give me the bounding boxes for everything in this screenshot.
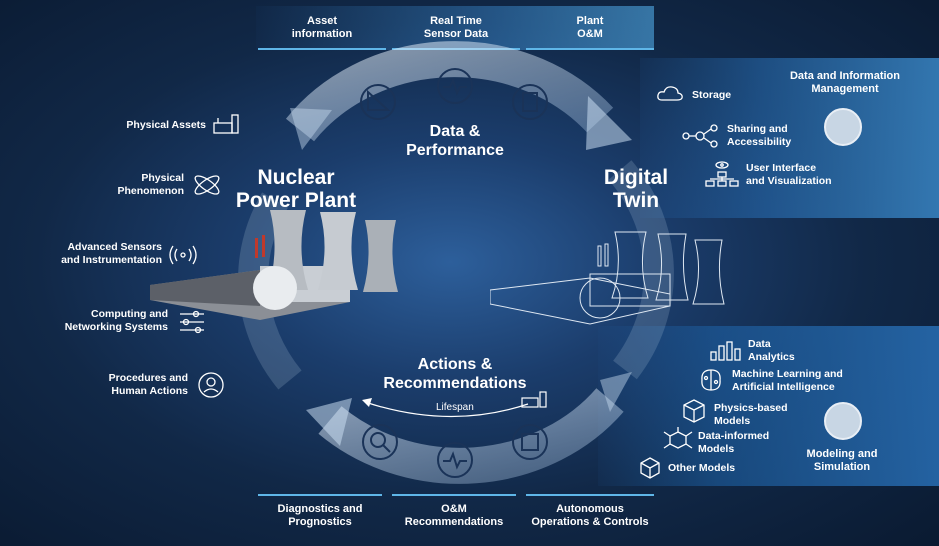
plant-om-label: Plant O&M	[526, 8, 654, 50]
nuclear-plant-illustration	[150, 210, 398, 320]
magnifier-icon	[362, 424, 398, 460]
data-information-management-title: Data and Information Management	[789, 70, 900, 95]
top-arc-arrowhead	[586, 96, 632, 150]
other-models-label: Other Models	[668, 462, 736, 474]
cube-icon	[640, 457, 660, 479]
wireless-icon	[169, 245, 197, 265]
data-informed-label: Data-informed Models	[698, 430, 770, 455]
bar-chart-icon	[710, 341, 741, 361]
cubes-icon	[683, 399, 705, 423]
procedures-human-label: Procedures and Human Actions	[108, 372, 188, 397]
diagnostics-prognostics-label: Diagnostics and Prognostics	[258, 494, 382, 536]
lifespan-label: Lifespan	[436, 402, 474, 413]
lifespan-arrowhead	[362, 398, 372, 407]
network-nodes-icon	[682, 124, 718, 148]
factory-icon	[213, 114, 239, 134]
top-arc	[285, 41, 614, 142]
right-arc	[608, 160, 674, 380]
advanced-sensors-label: Advanced Sensors and Instrumentation	[61, 241, 162, 266]
lifespan-arc	[364, 401, 529, 418]
top-left-arrowhead	[290, 108, 332, 150]
digital-twin-title: Digital Twin	[603, 166, 669, 212]
user-interface-label: User Interface and Visualization	[746, 162, 832, 187]
cube-network-icon	[663, 427, 693, 449]
computing-networking-label: Computing and Networking Systems	[64, 308, 168, 333]
storage-label: Storage	[692, 89, 732, 101]
plant-icon-lifespan	[521, 391, 547, 408]
actions-recommendations-title: Actions & Recommendations	[383, 356, 527, 392]
sharing-accessibility-label: Sharing and Accessibility	[727, 123, 792, 148]
data-management-panel	[640, 58, 939, 218]
chip-brain-icon	[512, 424, 548, 460]
modeling-cube-icon	[824, 402, 862, 440]
atom-icon	[194, 175, 220, 195]
modeling-simulation-title: Modeling and Simulation	[806, 448, 878, 473]
autonomous-operations-label: Autonomous Operations & Controls	[526, 494, 654, 536]
nuclear-power-plant-title: Nuclear Power Plant	[235, 166, 357, 212]
modeling-panel	[598, 326, 939, 486]
triangle-ruler-icon	[360, 84, 396, 120]
om-recommendations-label: O&M Recommendations	[392, 494, 516, 536]
pulse-icon-bottom	[437, 442, 473, 478]
clipboard-icon	[512, 84, 548, 120]
data-analytics-label: Data Analytics	[748, 338, 795, 363]
data-performance-title: Data & Performance	[406, 123, 504, 159]
asset-information-label: Asset information	[258, 8, 386, 50]
sliders-icon	[180, 310, 204, 334]
physical-assets-label: Physical Assets	[126, 119, 206, 131]
bottom-right-arrowhead	[600, 372, 632, 412]
pulse-icon	[437, 68, 473, 104]
ui-hierarchy-icon	[705, 161, 739, 187]
cloud-icon	[657, 86, 683, 101]
bottom-arc	[318, 388, 624, 484]
digital-twin-illustration	[490, 231, 725, 325]
database-settings-icon	[824, 108, 862, 146]
physics-based-label: Physics-based Models	[714, 402, 788, 427]
bottom-arc-arrowhead	[306, 398, 352, 446]
physical-phenomenon-label: Physical Phenomenon	[117, 172, 184, 197]
human-circle-icon	[198, 372, 224, 398]
brain-circuit-icon	[701, 369, 721, 391]
machine-learning-label: Machine Learning and Artificial Intellig…	[732, 368, 843, 393]
